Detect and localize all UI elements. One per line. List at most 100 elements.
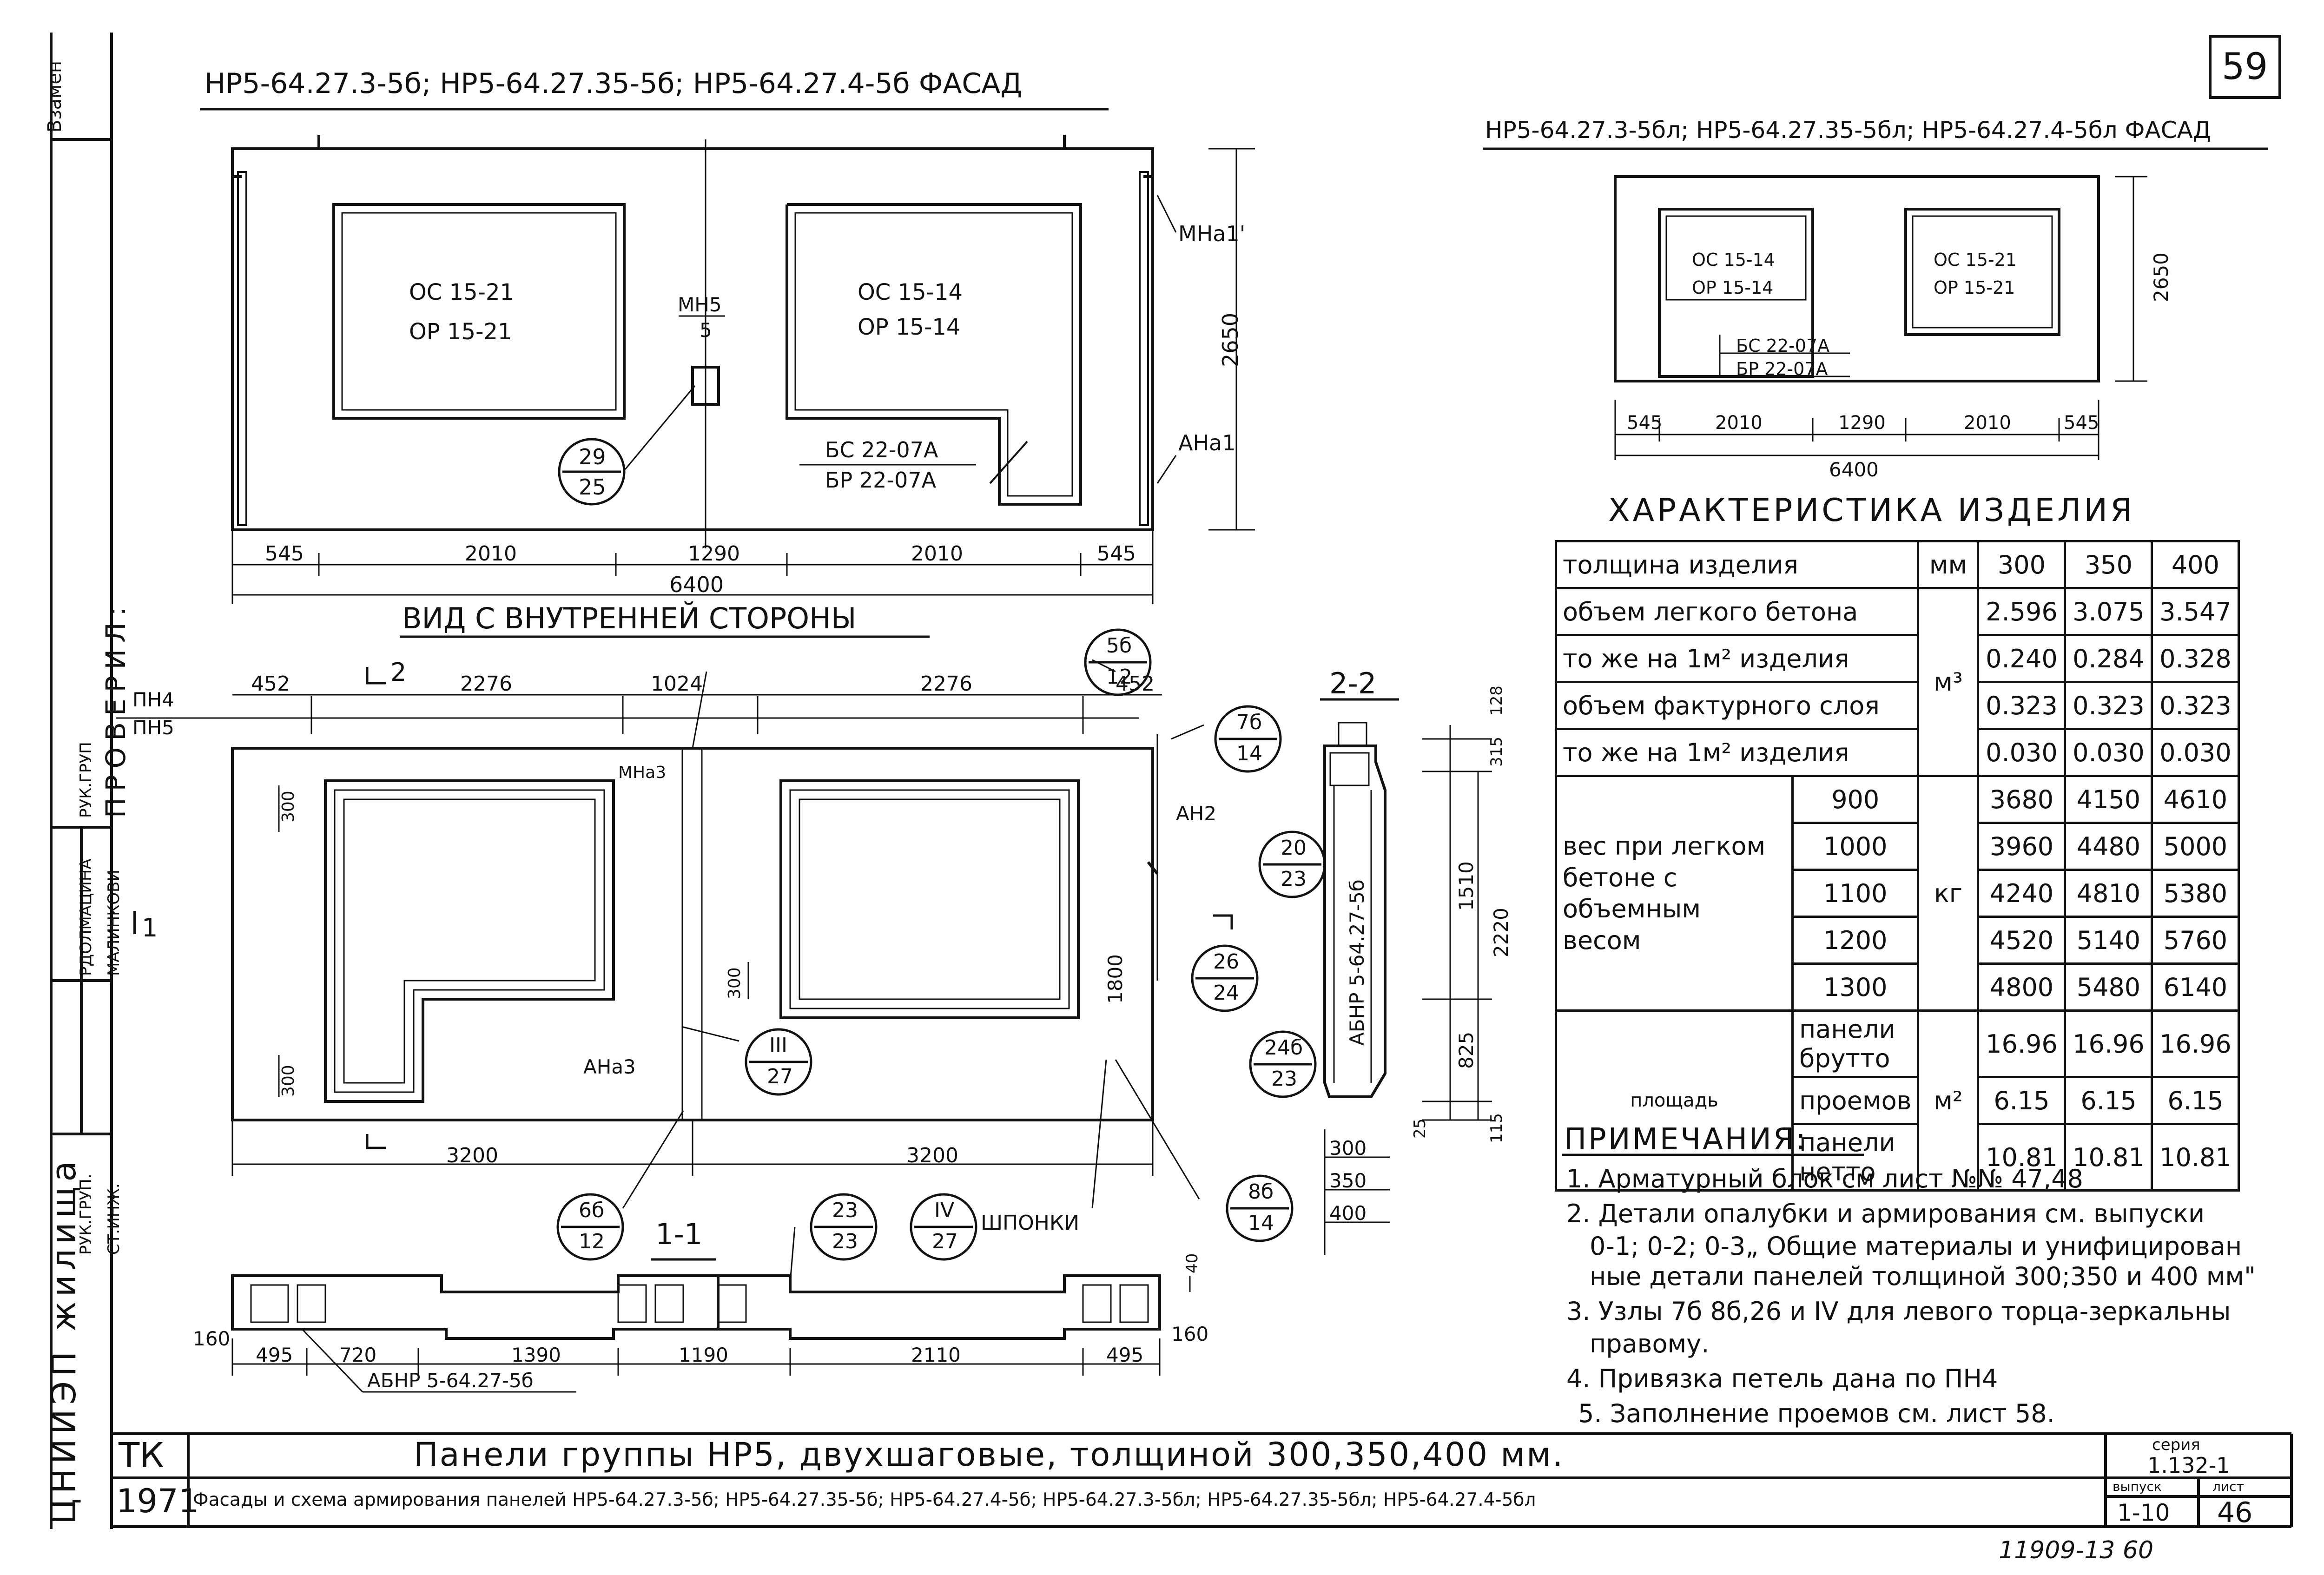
callout-5b-top: 5б (1106, 634, 1132, 658)
name-1: МАЛИНКОВИ (105, 870, 123, 976)
callout-26-top: 26 (1213, 950, 1239, 974)
s22-dim-115: 115 (1487, 1113, 1506, 1143)
table-cell: 6140 (2151, 962, 2240, 1012)
table-row: панели нетто 10.81 10.81 10.81 (1556, 1123, 2240, 1192)
s11-dim-5: 2110 (911, 1344, 961, 1366)
door-bottom: БР 22-07А (825, 468, 937, 493)
note-line: 0-1; 0-2; 0-3„ Общие материалы и унифици… (1590, 1232, 2242, 1261)
table-cell: мм (1917, 540, 1980, 589)
table-cell: м³ (1917, 587, 1980, 777)
table-cell: 5760 (2151, 916, 2240, 965)
iv-dim-300-a: 300 (279, 791, 298, 823)
callout-24b-bottom: 23 (1271, 1067, 1297, 1091)
table-cell: 16.96 (2064, 1009, 2153, 1078)
bottom-stamp: 11909-13 60 (1999, 1536, 2154, 1564)
s22-dim-825: 825 (1455, 1031, 1478, 1069)
issue-label: выпуск (2113, 1479, 2162, 1494)
iv-dim-300-b: 300 (279, 1065, 298, 1097)
table-cell: 10.81 (2064, 1123, 2153, 1192)
iv-top-dim-5: 452 (1116, 672, 1155, 696)
role-2: СТ.ИНЖ. (105, 1183, 123, 1255)
s22-thick-400: 400 (1329, 1202, 1367, 1225)
table-row: вес при легком бетоне с объемным весом 9… (1555, 775, 2240, 1012)
callout-26-bottom: 24 (1213, 981, 1239, 1005)
table-cell: 4520 (1977, 916, 2067, 965)
section-mark-2: 2 (390, 658, 407, 687)
iv-bottom-dim-2: 3200 (906, 1144, 958, 1167)
note-line: 3. Узлы 7б 8б,26 и IV для левого торца-з… (1566, 1297, 2231, 1326)
title-block-code: ТК (119, 1436, 164, 1476)
table-cell: 0.030 (1977, 728, 2067, 777)
s22-thick-300: 300 (1329, 1137, 1367, 1160)
pn5-label: ПН5 (132, 716, 174, 739)
mn5-top: МН5 (678, 293, 722, 316)
callout-24b-top: 24б (1264, 1036, 1303, 1060)
table-cell: площадь (1555, 1009, 1794, 1192)
table-cell: 6.15 (2151, 1076, 2240, 1125)
role-1: РУК.ГРУП. (77, 1173, 95, 1255)
callout-IV-top: IV (934, 1199, 955, 1222)
note-line: 2. Детали опалубки и армирования см. вып… (1566, 1199, 2205, 1228)
table-cell: м² (1917, 1009, 1980, 1192)
note-line: 5. Заполнение проемов см. лист 58. (1578, 1399, 2055, 1428)
rf-door-top: БС 22-07А (1736, 336, 1830, 356)
table-row: то же на 1м² изделия 0.240 0.284 0.328 (1554, 634, 2240, 683)
table-row: проемов 6.15 6.15 6.15 (1556, 1076, 2240, 1125)
table-cell: 350 (2064, 540, 2153, 589)
table-row: объем фактурного слоя 0.323 0.323 0.323 (1554, 681, 2240, 730)
note-line: 1. Арматурный блок см лист №№ 47,48 (1566, 1164, 2083, 1193)
s22-dim-1510: 1510 (1455, 861, 1478, 911)
callout-IV-bottom: 27 (932, 1230, 958, 1253)
table-cell: 0.328 (2151, 634, 2240, 683)
rf-window-1-top: ОС 15-14 (1692, 250, 1775, 270)
table-cell: 10.81 (1977, 1123, 2067, 1192)
characteristics-title: ХАРАКТЕРИСТИКА ИЗДЕЛИЯ (1608, 492, 2135, 529)
note-line: ные детали панелей толщиной 300;350 и 40… (1590, 1262, 2256, 1291)
ana1-label: АНа1 (1178, 430, 1236, 455)
table-cell: 0.030 (2064, 728, 2153, 777)
table-cell: панели нетто (1791, 1123, 1920, 1192)
table-row: 1100 4240 4810 5380 (1556, 869, 2240, 918)
window-2-top: ОС 15-14 (858, 279, 963, 305)
notes-title: ПРИМЕЧАНИЯ: (1564, 1122, 1808, 1157)
rf-window-2-top: ОС 15-21 (1934, 250, 2017, 270)
table-cell: 0.284 (2064, 634, 2153, 683)
table-cell: 1100 (1791, 869, 1920, 918)
table-cell: 3680 (1977, 775, 2067, 824)
table-cell: 900 (1791, 775, 1920, 824)
table-cell: 0.030 (2151, 728, 2240, 777)
table-cell: 2.596 (1977, 587, 2067, 636)
table-cell: 1200 (1791, 916, 1920, 965)
title-block-year: 1971 (116, 1482, 199, 1520)
table-cell: 3960 (1977, 822, 2067, 871)
table-cell: 300 (1977, 540, 2067, 589)
series-label: серия (2152, 1436, 2200, 1454)
callout-III-bottom: 27 (767, 1065, 793, 1088)
table-cell: 4800 (1977, 962, 2067, 1012)
callout-III-top: III (769, 1034, 787, 1057)
sheet-label: лист (2212, 1479, 2244, 1494)
table-cell: 4150 (2064, 775, 2153, 824)
table-cell: 10.81 (2151, 1123, 2240, 1192)
role-3: РУК.ГРУП (77, 742, 95, 818)
table-cell: 0.240 (1977, 634, 2067, 683)
issue-value: 1-10 (2117, 1499, 2170, 1526)
iv-top-dim-4: 2276 (920, 672, 972, 696)
table-cell: 400 (2151, 540, 2240, 589)
door-top: БС 22-07А (825, 437, 938, 462)
s22-dim-25: 25 (1411, 1118, 1429, 1139)
table-cell: 4240 (1977, 869, 2067, 918)
callout-29-bottom: 25 (579, 474, 606, 500)
callout-23-top: 23 (832, 1199, 858, 1222)
table-row: то же на 1м² изделия 0.030 0.030 0.030 (1554, 728, 2240, 777)
table-cell: объем фактурного слоя (1554, 681, 1920, 730)
rf-dim-1: 545 (1627, 412, 1663, 434)
rf-dim-5: 545 (2064, 412, 2100, 434)
table-cell: 6.15 (1977, 1076, 2067, 1125)
table-cell: 0.323 (2151, 681, 2240, 730)
sheet-value: 46 (2217, 1496, 2253, 1529)
s11-dim-6: 495 (1106, 1344, 1144, 1366)
right-facade-title: НР5-64.27.3-5бл; НР5-64.27.35-5бл; НР5-6… (1485, 117, 2211, 144)
iv-dim-300-c: 300 (725, 967, 744, 999)
